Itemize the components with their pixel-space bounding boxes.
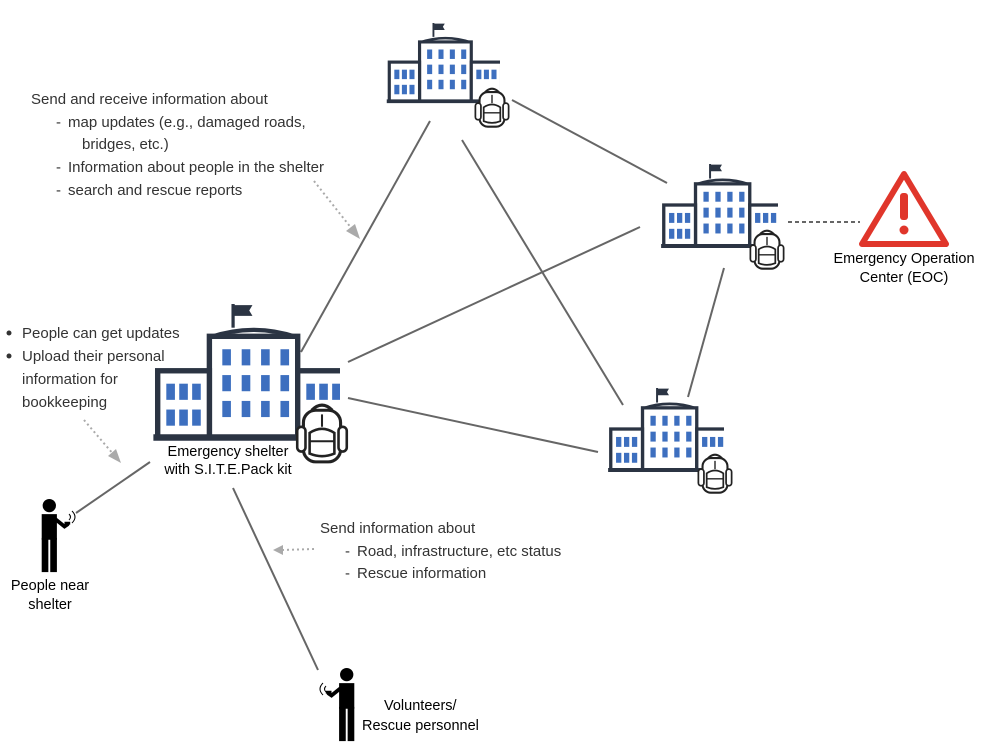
annotation-arrow-shelter	[313, 180, 353, 230]
annotation-arrow-people	[83, 419, 115, 456]
note-shelter-exchange-item: map updates (e.g., damaged roads,	[68, 114, 306, 131]
note-shelter-exchange-item: bridges, etc.)	[82, 136, 169, 153]
warning-triangle-icon	[859, 171, 949, 247]
note-shelter-exchange: Send and receive information about - map…	[31, 91, 324, 199]
bullet	[6, 330, 12, 336]
arrowhead-people	[108, 449, 121, 463]
arrowhead-shelter	[346, 224, 360, 239]
note-dash: -	[56, 114, 61, 131]
link-top-bottom	[461, 139, 624, 406]
note-people-updates: People can get updates Upload their pers…	[6, 325, 180, 411]
arrowhead-volunteers	[273, 545, 283, 555]
bullet	[6, 353, 12, 359]
volunteers-node: Volunteers/ Rescue personnel	[319, 668, 479, 741]
annotation-arrow-volunteers	[281, 548, 315, 551]
note-dash: -	[56, 182, 61, 199]
eoc-label-line2: Center (EOC)	[860, 270, 949, 286]
people-near-shelter-node: People near shelter	[11, 496, 89, 613]
note-dash: -	[345, 543, 350, 560]
person-with-phone-icon	[326, 668, 355, 741]
note-people-updates-item: People can get updates	[22, 325, 180, 342]
volunteers-label-line2: Rescue personnel	[362, 718, 479, 734]
people-near-shelter-label-line2: shelter	[28, 597, 72, 613]
note-volunteer-reports-item: Rescue information	[357, 565, 486, 582]
note-dash: -	[345, 565, 350, 582]
shelter-top	[387, 23, 510, 128]
eoc-label-line1: Emergency Operation	[833, 251, 974, 267]
note-people-updates-item: information for	[22, 371, 118, 388]
note-people-updates-item: bookkeeping	[22, 394, 107, 411]
note-shelter-exchange-item: search and rescue reports	[68, 182, 242, 199]
note-volunteer-reports-heading: Send information about	[320, 520, 476, 537]
eoc-node: Emergency Operation Center (EOC)	[833, 171, 975, 286]
note-shelter-exchange-item: Information about people in the shelter	[68, 159, 324, 176]
phone-signal-icon	[319, 682, 327, 696]
phone-signal-icon	[68, 510, 76, 524]
link-main-top	[300, 120, 431, 353]
person-with-phone-icon	[39, 496, 73, 575]
shelter-bottom	[608, 388, 733, 494]
volunteers-label-line1: Volunteers/	[384, 698, 458, 714]
link-main-right	[347, 226, 641, 363]
note-volunteer-reports-item: Road, infrastructure, etc status	[357, 543, 561, 560]
shelter-main: Emergency shelter with S.I.T.E.Pack kit	[153, 304, 349, 478]
link-top-right	[511, 99, 668, 184]
link-main-bottom	[347, 397, 599, 453]
building-icon	[387, 23, 502, 101]
main-shelter-label-line1: Emergency shelter	[168, 444, 289, 460]
link-main-people	[75, 461, 151, 514]
note-people-updates-item: Upload their personal	[22, 348, 165, 365]
people-near-shelter-label-line1: People near	[11, 578, 89, 594]
main-shelter-label-line2: with S.I.T.E.Pack kit	[163, 462, 291, 478]
note-shelter-exchange-heading: Send and receive information about	[31, 91, 269, 108]
shelter-right	[661, 164, 785, 270]
link-right-bottom	[687, 267, 725, 398]
note-volunteer-reports: Send information about - Road, infrastru…	[320, 520, 561, 582]
link-main-volunteers	[232, 487, 319, 671]
note-dash: -	[56, 159, 61, 176]
